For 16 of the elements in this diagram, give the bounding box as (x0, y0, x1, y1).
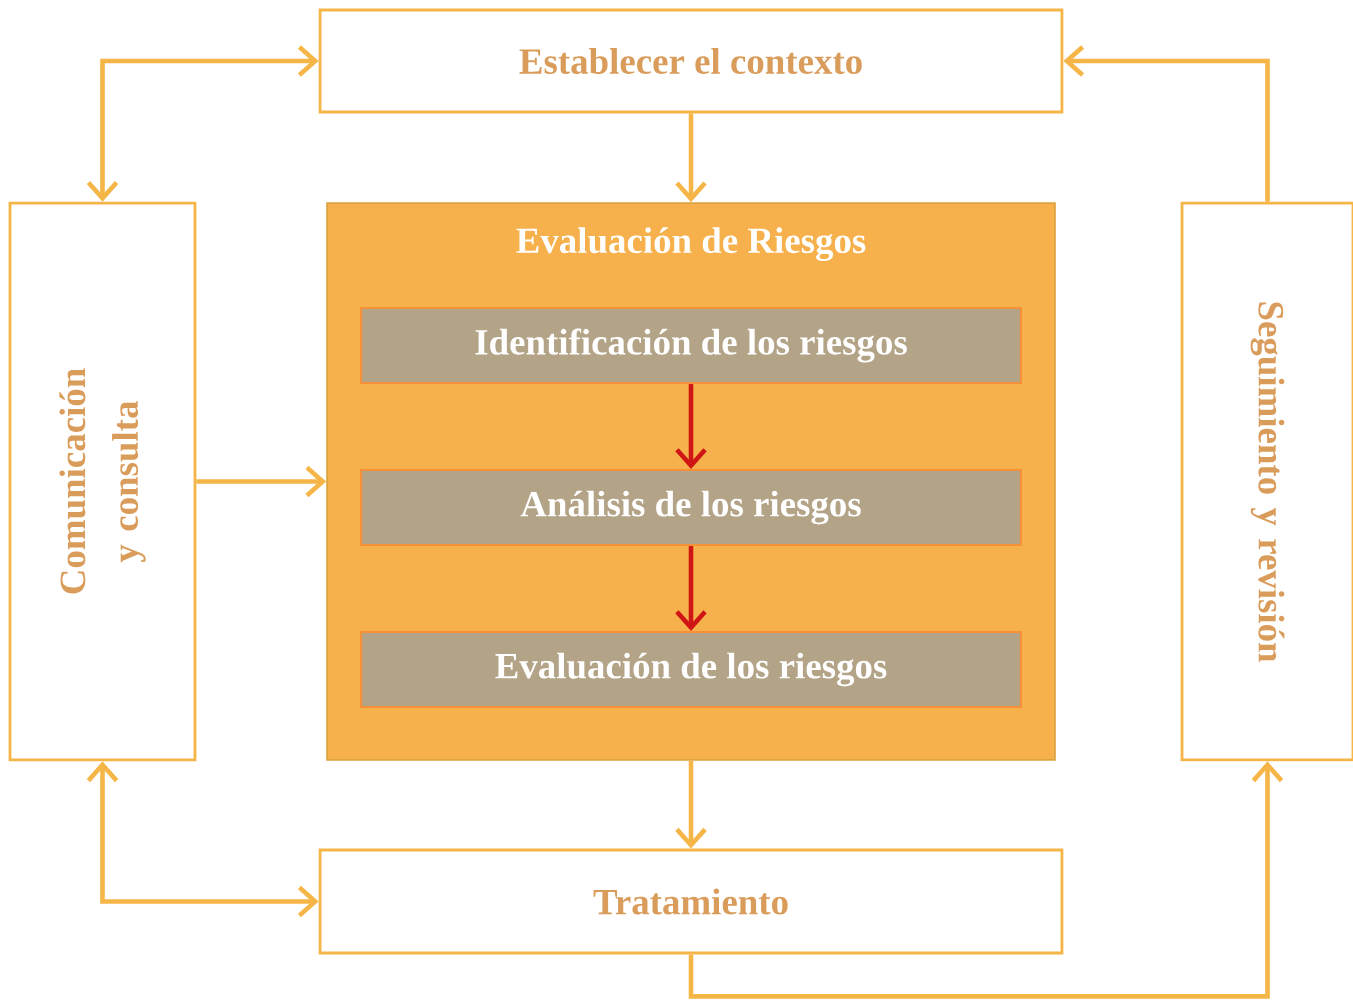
arrow (196, 465, 327, 498)
arrow (1063, 45, 1270, 202)
arrow (86, 45, 319, 202)
arrow (675, 113, 707, 203)
arrow (675, 384, 707, 469)
process-box: Tratamiento (318, 848, 1064, 955)
arrow (688, 761, 1284, 999)
arrow (86, 761, 319, 918)
step-box: Análisis de los riesgos (360, 468, 1022, 547)
step-box: Identificación de los riesgos (360, 306, 1022, 385)
process-box: Seguimiento y revisión (1180, 201, 1353, 762)
process-box: Establecer el contexto (318, 8, 1064, 114)
arrow (675, 760, 707, 849)
step-box: Evaluación de los riesgos (360, 630, 1022, 709)
process-box: Comunicación y consulta (8, 201, 197, 762)
arrow (675, 546, 707, 631)
